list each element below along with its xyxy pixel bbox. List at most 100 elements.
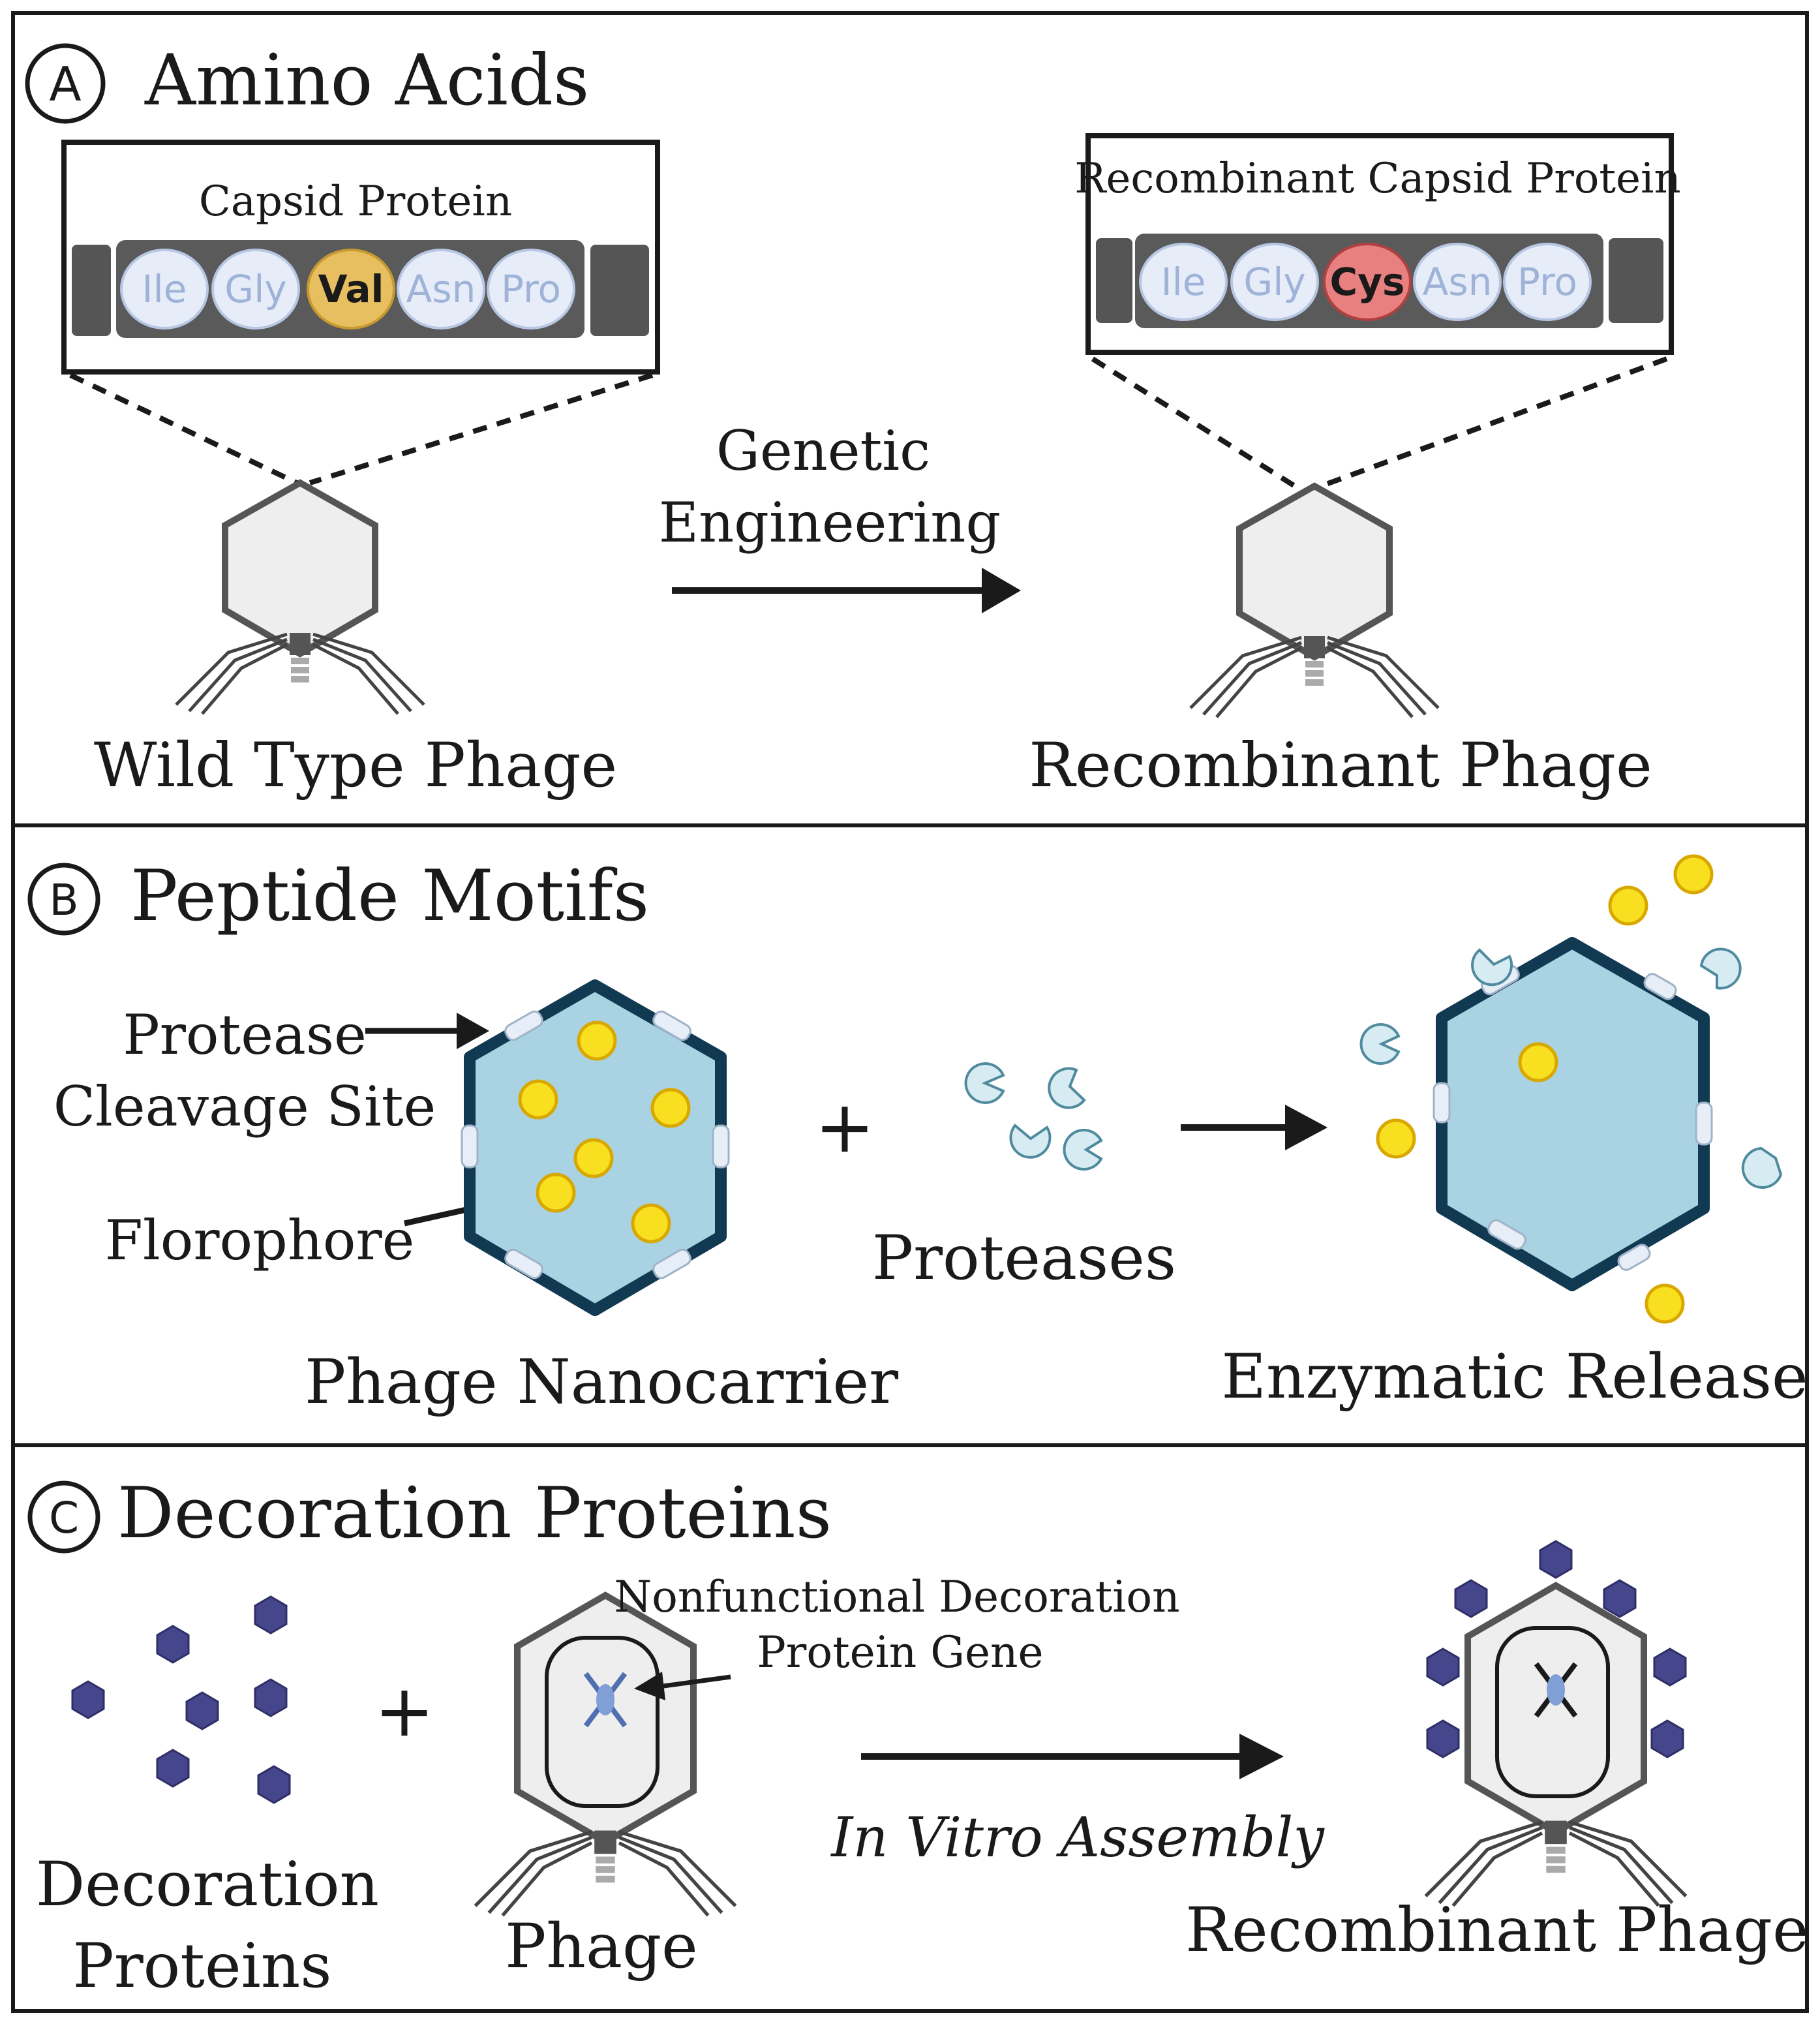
- residue-cys-highlight: [1323, 243, 1412, 321]
- residue-label-val: Val: [318, 267, 384, 311]
- fluorophore-dot: [1518, 1042, 1558, 1082]
- protease-icon: [1741, 1146, 1783, 1189]
- gene-label-line2: Protein Gene: [757, 1627, 1043, 1678]
- protease-icon: [1009, 1124, 1052, 1159]
- release-arrowhead: [1285, 1105, 1327, 1150]
- recombinant-strand-cap-left: [1096, 238, 1132, 323]
- residue-gly: [1230, 243, 1319, 321]
- proteases: [964, 1062, 1103, 1171]
- protease-icon: [1048, 1067, 1086, 1109]
- capsid-residues: Ile Gly Val Asn Pro: [120, 249, 575, 330]
- decoration-protein-icon: [257, 1765, 291, 1804]
- phage-with-defective-gene: [476, 1591, 736, 1916]
- decorated-phage-caption: Recombinant Phage: [1185, 1895, 1808, 1966]
- label-cleavage-site: Cleavage Site: [53, 1075, 436, 1139]
- capsid-strand-cap-right: [590, 245, 649, 336]
- zoom-lines: [69, 356, 1668, 489]
- decoration-protein-icon: [254, 1595, 288, 1634]
- cleavage-pointer-arrowhead: [457, 1013, 489, 1049]
- residue-val-highlight: [307, 249, 395, 330]
- residue-gly: [211, 249, 300, 330]
- decoration-protein-icon: [71, 1680, 105, 1719]
- phage-nanocarrier: [461, 979, 730, 1316]
- plus-sign: +: [815, 1085, 875, 1169]
- fluorophore-dot: [1376, 1118, 1416, 1159]
- panel-c-title: Decoration Proteins: [117, 1473, 832, 1554]
- decoration-protein-icon: [1426, 1719, 1460, 1758]
- released-phage: [1433, 937, 1713, 1291]
- panel-c-frame: [11, 1443, 1809, 2013]
- panel-b-letter-circle: [27, 863, 100, 936]
- residue-asn: [1413, 243, 1502, 321]
- proteases-label: Proteases: [872, 1223, 1176, 1294]
- arrow-label-genetic: Genetic: [716, 419, 930, 483]
- recombinant-strand-cap-right: [1609, 238, 1663, 323]
- panel-c-letter: C: [49, 1493, 79, 1543]
- label-protease: Protease: [123, 1003, 367, 1067]
- recombinant-phage-caption: Recombinant Phage: [1029, 730, 1652, 801]
- residue-asn: [397, 249, 485, 330]
- decoration-protein-icon: [1603, 1579, 1637, 1618]
- residue-label: Ile: [142, 267, 187, 311]
- residue-label: Ile: [1161, 260, 1206, 304]
- decoration-protein-icon: [1454, 1579, 1488, 1618]
- fluorophore-dot: [573, 1138, 614, 1178]
- decorated-recombinant-phage: [1426, 1582, 1686, 1906]
- residue-ile: [1139, 243, 1228, 321]
- fluorophore-dot: [631, 1203, 671, 1244]
- decoration-protein-icon: [156, 1749, 190, 1788]
- phage-nanocarrier-caption: Phage Nanocarrier: [305, 1347, 898, 1418]
- arrow-label-engineering: Engineering: [659, 491, 1001, 555]
- phage-caption: Phage: [505, 1911, 698, 1982]
- fluorophores: [518, 1020, 691, 1244]
- protease-icon: [1063, 1129, 1103, 1171]
- wild-type-phage: [176, 479, 424, 714]
- decoration-protein-icon: [1653, 1648, 1687, 1687]
- residue-ile: [120, 249, 209, 330]
- decoration-protein-icon: [1539, 1540, 1573, 1579]
- decoration-protein-icon: [1650, 1719, 1684, 1758]
- panel-c: C Decoration Proteins Decoration Protein…: [27, 1473, 1809, 2002]
- cleavage-sites: [461, 1010, 730, 1280]
- protease-icon: [1471, 948, 1513, 987]
- residue-label: Asn: [1423, 260, 1493, 304]
- residue-pro: [487, 249, 575, 330]
- enzymatic-release-caption: Enzymatic Release: [1221, 1342, 1808, 1413]
- residue-label: Gly: [1243, 260, 1305, 304]
- fluorophore-dot: [518, 1079, 558, 1120]
- plus-sign: +: [374, 1669, 434, 1753]
- decoration-protein-icon: [185, 1691, 219, 1730]
- decoration-proteins: [71, 1595, 291, 1804]
- gene-pointer-arrowhead: [634, 1672, 665, 1700]
- recombinant-residues: Ile Gly Cys Asn Pro: [1139, 243, 1592, 321]
- released-proteases: [1359, 947, 1783, 1189]
- decoration-protein-icon: [1426, 1648, 1460, 1687]
- decoration-protein-icon: [156, 1625, 190, 1664]
- decoration-protein-icon: [254, 1678, 288, 1717]
- fluorophore-dot: [536, 1173, 576, 1213]
- panel-a-letter: A: [49, 57, 81, 112]
- in-vitro-assembly-label: In Vitro Assembly: [830, 1805, 1325, 1869]
- fluorophore-dot: [577, 1020, 617, 1061]
- protease-icon: [1359, 1023, 1401, 1065]
- residue-label: Gly: [224, 267, 286, 311]
- panel-b-title: Peptide Motifs: [130, 855, 649, 937]
- label-fluorophore: Florophore: [105, 1208, 415, 1272]
- decoration-proteins-caption-line2: Proteins: [72, 1931, 331, 2002]
- fluorophore-dot: [1645, 1283, 1685, 1324]
- residue-label: Pro: [1517, 260, 1577, 304]
- fluorophore-dot: [1608, 885, 1648, 926]
- capsid-strand-cap-left: [72, 245, 111, 336]
- panel-b: B Peptide Motifs Protease Cleavage Site …: [27, 854, 1808, 1418]
- decoration-proteins-caption-line1: Decoration: [36, 1849, 379, 1920]
- panel-a-title: Amino Acids: [144, 40, 589, 121]
- residue-pro: [1503, 243, 1592, 321]
- gene-pointer-arrow: [658, 1674, 731, 1689]
- cleaved-sites: [1433, 964, 1713, 1271]
- protease-icon: [1699, 947, 1742, 990]
- gene-label-line1: Nonfunctional Decoration: [614, 1572, 1179, 1622]
- panel-a: A Amino Acids Capsid Protein Ile Gly Val…: [25, 40, 1681, 801]
- protease-icon: [964, 1062, 1005, 1104]
- residue-label: Asn: [406, 267, 476, 311]
